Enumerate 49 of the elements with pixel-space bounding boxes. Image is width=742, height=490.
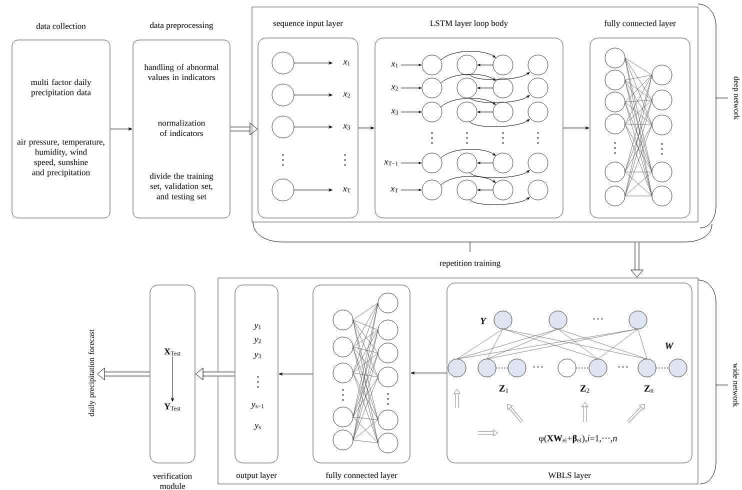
- node-label: fully connected layer: [604, 20, 676, 28]
- arrow: [410, 372, 447, 374]
- process-box: data collection multi factor daily precipitation data air pressure, temperature, humidity, wind speed, sunshine and precipitation: [12, 23, 110, 218]
- node-label: LSTM layer loop body: [430, 20, 508, 28]
- formula: φ(XW$_{ei}$+β$_{ei}$),i=1,···,n: [539, 434, 617, 444]
- variable-label: x$_{T}$: [390, 187, 398, 193]
- variable-label: y$_{s}$: [254, 424, 261, 430]
- arrow: [563, 126, 590, 130]
- arrow: [630, 242, 644, 278]
- variable-label: Z$_{2}$: [580, 385, 590, 393]
- variable-label: x$_{T}$: [342, 187, 350, 193]
- arrow: [358, 126, 374, 130]
- variable-label: Z$_{1}$: [499, 385, 508, 393]
- group-label: wide network: [733, 363, 739, 407]
- node-label: data collection: [36, 23, 86, 29]
- arrow: [230, 122, 258, 136]
- variable-label: x$_{1}$: [391, 62, 398, 68]
- group-label: deep network: [732, 76, 740, 120]
- layer-box: fully connected layer: [312, 284, 410, 480]
- arrow: [278, 372, 313, 376]
- variable-label: Z$_{n}$: [644, 385, 654, 393]
- node-label: output layer: [236, 472, 277, 480]
- node-label: WBLS layer: [548, 472, 591, 480]
- variable-label: x$_{T−1}$: [384, 160, 398, 166]
- variable-label: x$_{2}$: [391, 85, 398, 91]
- process-box: data preprocessing handling of abnormal values in indicators normalization of indicators divide the training set, validation set, and testing set: [132, 22, 230, 218]
- arrow: [97, 368, 150, 380]
- arrow: [195, 368, 235, 380]
- variable-label: y$_{1}$: [254, 324, 261, 330]
- variable-label: x$_{2}$: [343, 92, 350, 98]
- arrow: [171, 356, 174, 402]
- variable-label: Y: [480, 318, 487, 324]
- output-label: daily precipitation forecast: [88, 329, 96, 416]
- variable-label: x$_{3}$: [343, 124, 350, 130]
- variable-label: W: [665, 342, 674, 350]
- variable-label: y$_{s−1}$: [250, 402, 264, 410]
- variable-label: x$_{3}$: [391, 109, 398, 115]
- variable-label: X$_{Test}$: [164, 348, 180, 356]
- variable-label: Y$_{Test}$: [164, 404, 180, 410]
- node-label: sequence input layer: [273, 20, 343, 28]
- variable-label: y$_{3}$: [254, 352, 262, 360]
- arrow: [110, 128, 132, 130]
- node-label: fully connected layer: [326, 472, 398, 480]
- node-label: verification module: [152, 472, 192, 490]
- node-label: data preprocessing: [150, 22, 214, 30]
- layer-box: fully connected layer: [590, 20, 690, 218]
- bracket-label: repetition training: [440, 260, 500, 268]
- variable-label: x$_{1}$: [343, 60, 350, 66]
- variable-label: y$_{2}$: [254, 338, 261, 344]
